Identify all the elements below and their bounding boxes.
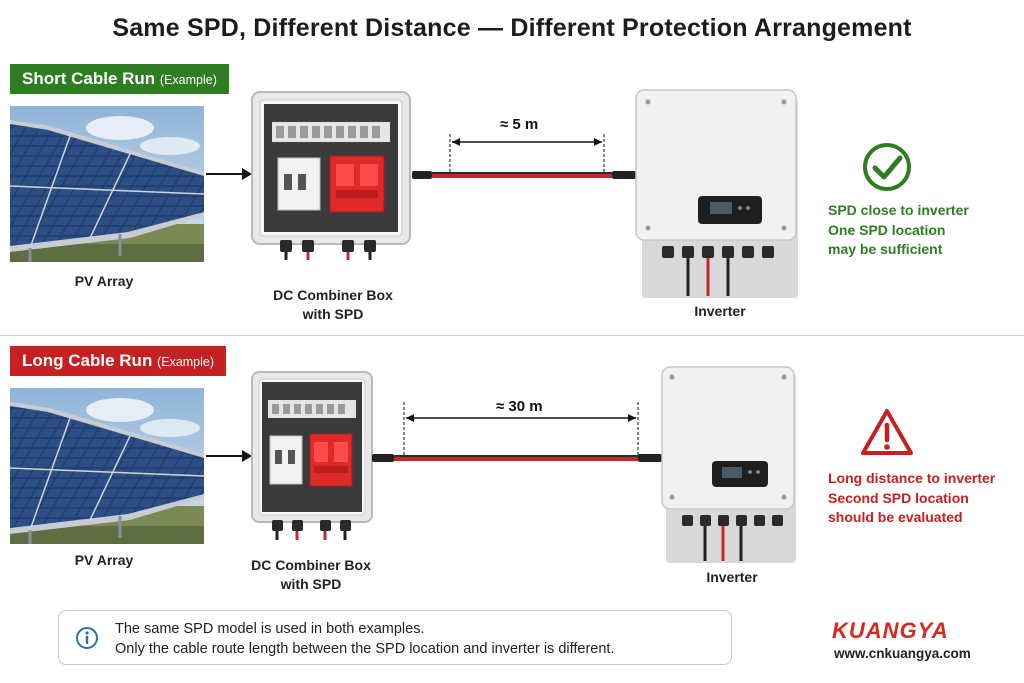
inverter-icon [661,366,796,563]
long-run-pv-array-image [10,388,204,544]
check-circle-icon [863,143,911,191]
long-run-status-line-3: should be evaluated [828,509,963,525]
info-icon [76,627,98,649]
short-run-pv-array-image [10,106,204,262]
short-run-status-line-3: may be sufficient [828,241,943,257]
short-run-pv-label: PV Array [74,273,134,289]
long-run-badge-note: (Example) [157,355,215,369]
warning-triangle-icon [861,409,913,455]
brand-url: www.cnkuangya.com [834,646,971,661]
short-run-status-line-1: SPD close to inverter [828,202,969,218]
solar-panel-icon [10,388,204,544]
long-run-combiner-box [250,370,376,540]
short-run-distance-marker [449,134,605,174]
info-note-text: The same SPD model is used in both examp… [115,619,614,659]
combiner-box-icon [251,371,373,540]
arrow-right-icon [206,168,252,180]
info-note-line-1: The same SPD model is used in both examp… [115,621,425,637]
long-run-status-line-2: Second SPD location [828,489,969,506]
short-run-inverter-label: Inverter [694,303,746,319]
long-run-inverter-label: Inverter [706,569,758,585]
short-run-distance: ≈ 5 m [500,116,539,133]
short-run-status-line-2: One SPD location [828,221,946,238]
short-run-badge-title: Short Cable Run [22,69,156,88]
short-run-badge: Short Cable Run (Example) [10,64,229,94]
brand-logo-text: KUANGYA [832,618,949,642]
short-run-combiner-label-line-1: DC Combiner Box [273,287,393,303]
long-run-pv-label: PV Array [74,552,134,568]
short-run-combiner-box [250,90,415,260]
long-run-combiner-label-line-1: DC Combiner Box [251,557,371,573]
long-run-inverter [660,365,800,565]
short-run-badge-note: (Example) [159,73,217,87]
short-run-combiner-label-line-2: with SPD [302,306,364,322]
section-divider [0,335,1024,336]
long-run-status-line-1: Long distance to inverter [828,470,996,486]
arrow-right-icon [206,450,252,462]
long-run-combiner-label-line-2: with SPD [280,576,342,592]
info-note: The same SPD model is used in both examp… [58,610,732,665]
long-run-status: Long distance to inverter Second SPD loc… [828,469,995,528]
brand-logo: KUANGYA [832,618,949,642]
short-run-inverter [634,88,804,298]
short-run-status: SPD close to inverter One SPD location m… [828,201,969,260]
info-note-line-2: Only the cable route length between the … [115,641,615,657]
solar-panel-icon [10,106,204,262]
long-run-badge-title: Long Cable Run [22,351,153,370]
long-run-badge: Long Cable Run (Example) [10,346,227,376]
long-run-distance-marker [403,402,639,456]
long-run-distance: ≈ 30 m [496,398,543,415]
combiner-box-icon [251,91,411,260]
short-run-combiner-label: DC Combiner Box with SPD [248,286,418,324]
long-run-combiner-label: DC Combiner Box with SPD [236,556,386,594]
long-run-cable [372,454,662,462]
inverter-icon [635,89,798,298]
page-title: Same SPD, Different Distance — Different… [112,14,912,42]
short-run-cable [412,171,636,179]
